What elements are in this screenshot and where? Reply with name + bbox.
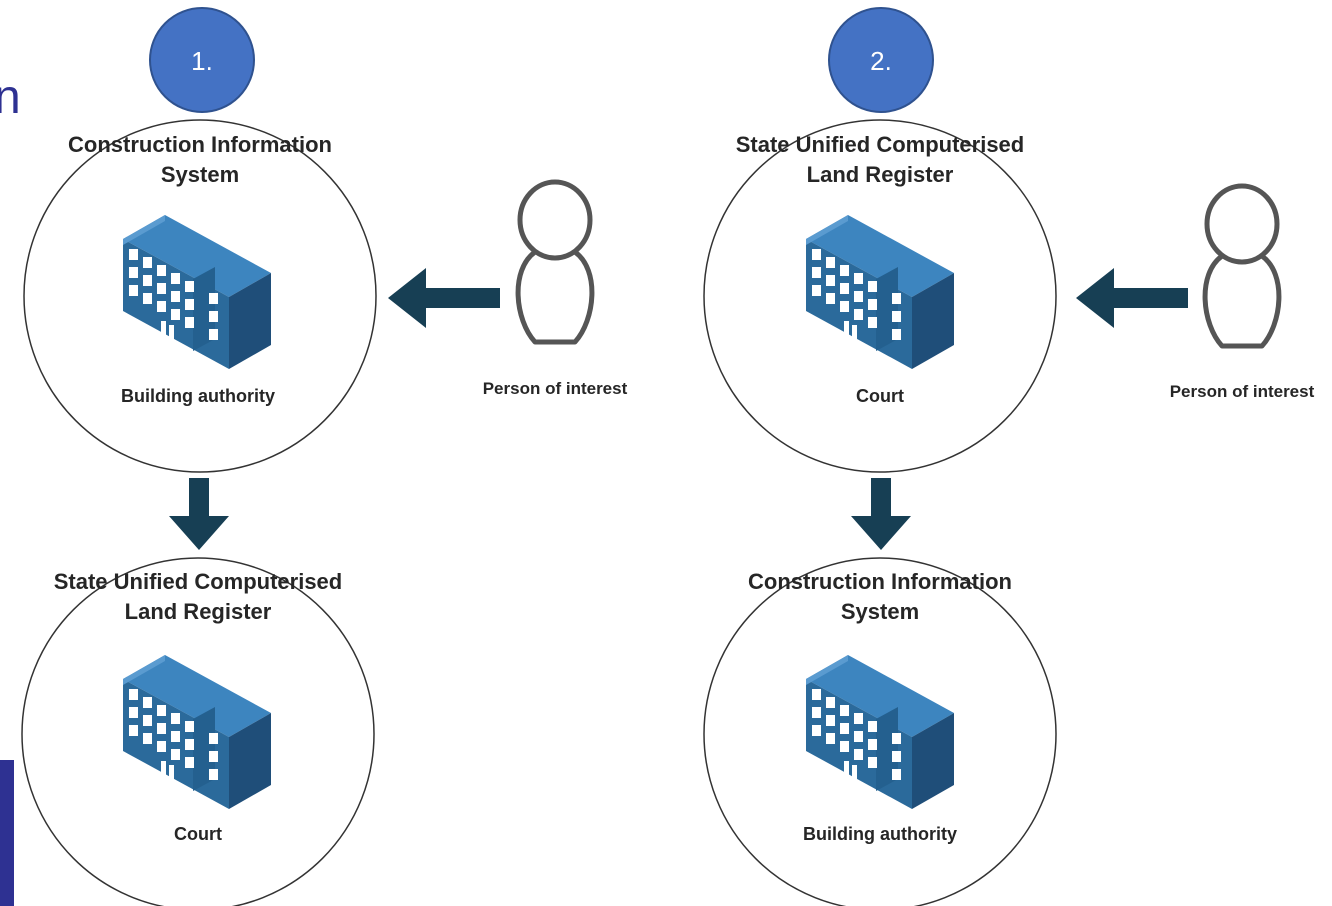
node-title-line2: Land Register	[807, 162, 954, 187]
node-title-line2: System	[841, 599, 919, 624]
building-icon	[806, 215, 954, 369]
node-title-line1: Construction Information	[748, 569, 1012, 594]
person-label: Person of interest	[1170, 382, 1315, 401]
arrow-down-icon	[169, 478, 229, 550]
node-title-line1: Construction Information	[68, 132, 332, 157]
person-label: Person of interest	[483, 379, 628, 398]
arrow-down-icon	[851, 478, 911, 550]
building-icon	[123, 215, 271, 369]
node-circle-bottom	[703, 557, 1057, 906]
node-title-line1: State Unified Computerised	[54, 569, 342, 594]
step-circle	[149, 7, 255, 113]
building-icon	[123, 655, 271, 809]
person-icon	[518, 182, 592, 342]
node-title-line2: Land Register	[125, 599, 272, 624]
arrow-left-icon	[1076, 268, 1188, 328]
node-circle-top	[703, 119, 1057, 473]
node-circle-top	[23, 119, 377, 473]
panel-2: 2. State Unified Computerised Land Regis…	[703, 7, 1315, 906]
arrow-left-icon	[388, 268, 500, 328]
edge-accent-bar	[0, 760, 14, 906]
node-label: Court	[856, 386, 904, 406]
node-title-line2: System	[161, 162, 239, 187]
node-label: Building authority	[803, 824, 957, 844]
node-title-line1: State Unified Computerised	[736, 132, 1024, 157]
panel-1: 1. Construction Information System Build…	[21, 7, 628, 906]
step-circle	[828, 7, 934, 113]
building-icon	[806, 655, 954, 809]
edge-text-fragment: n	[0, 71, 21, 124]
node-circle-bottom	[21, 557, 375, 906]
node-label: Building authority	[121, 386, 275, 406]
node-label: Court	[174, 824, 222, 844]
step-number: 2.	[870, 46, 892, 76]
person-icon	[1205, 186, 1279, 346]
step-number: 1.	[191, 46, 213, 76]
